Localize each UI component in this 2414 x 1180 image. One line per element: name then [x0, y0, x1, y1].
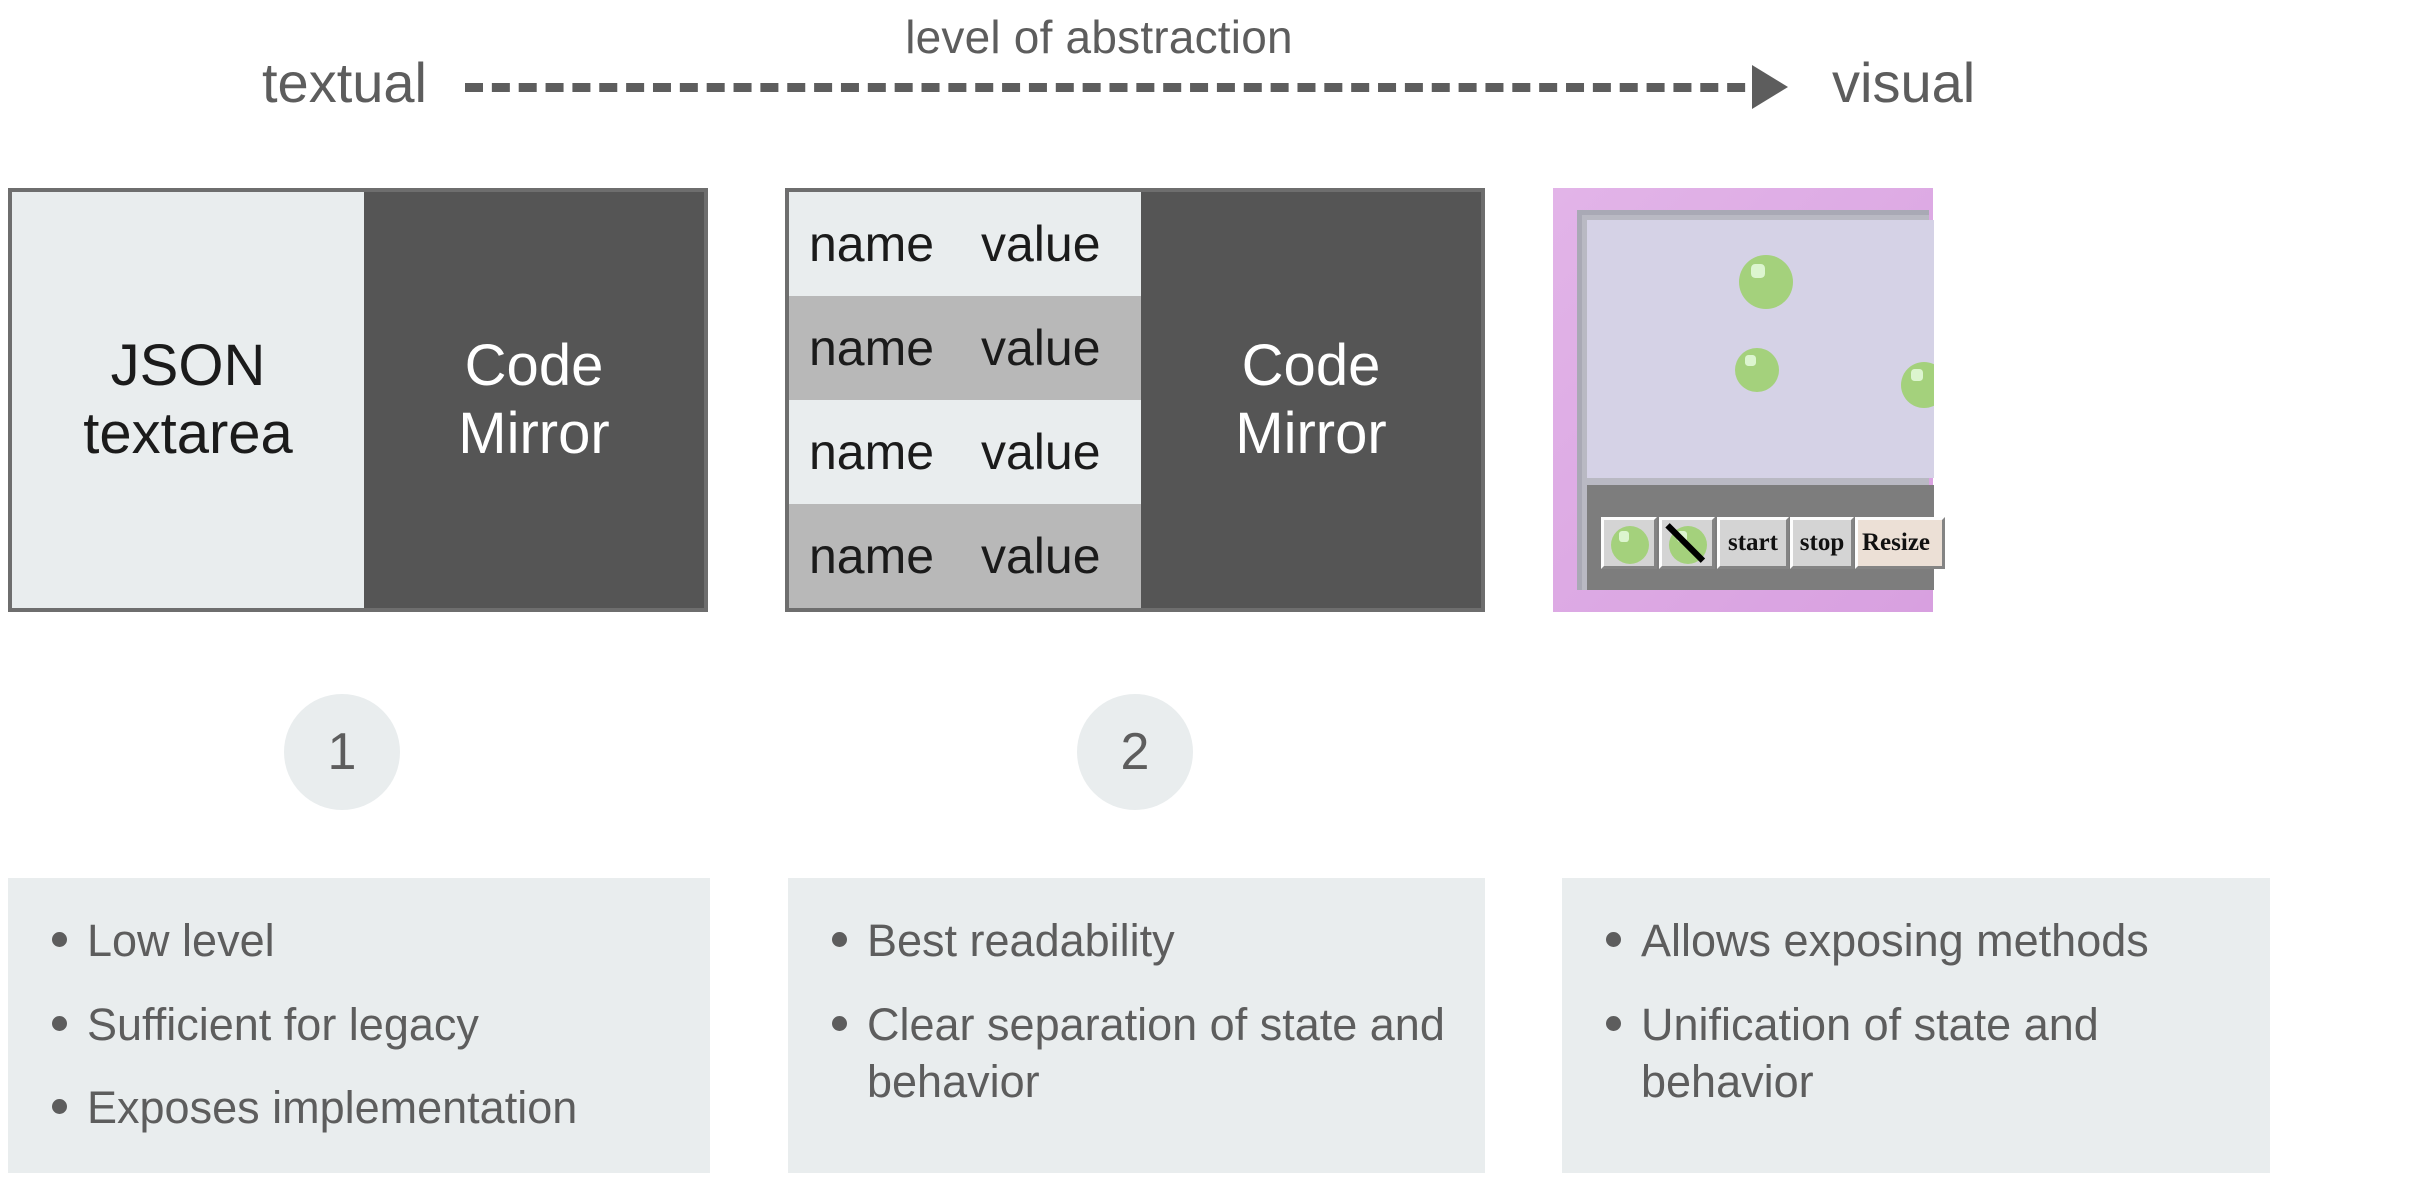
atom-circle[interactable]	[1739, 255, 1793, 309]
list-item-label: Allows exposing methods	[1641, 915, 2149, 966]
atom-highlight	[1911, 369, 1924, 382]
row-value-cell: value	[981, 424, 1101, 480]
morphic-toolbar: start stop Resize	[1587, 485, 1945, 590]
list-item: Unification of state and behavior	[1586, 996, 2246, 1111]
bullet-dot-icon	[1606, 932, 1621, 947]
table-row: name value	[789, 192, 1141, 296]
name-value-table: name value name value name value name va…	[789, 192, 1141, 608]
bullet-dot-icon	[52, 1015, 67, 1031]
row-name-cell: name	[809, 320, 935, 376]
list-item-label: Sufficient for legacy	[87, 998, 479, 1050]
list-item: Allows exposing methods	[1586, 912, 2246, 970]
axis-caption: level of abstraction	[905, 11, 1293, 63]
bullet-dot-icon	[1606, 1015, 1621, 1031]
list-item-label: Best readability	[867, 915, 1175, 966]
row-value-cell: value	[981, 320, 1101, 376]
list-item-label: Unification of state and behavior	[1641, 998, 2099, 1108]
ball-highlight	[1618, 531, 1630, 542]
table-row: name value	[789, 296, 1141, 400]
atom-circle[interactable]	[1735, 348, 1779, 392]
atom-circle[interactable]	[1901, 362, 1934, 408]
morphic-window: start stop Resize	[1577, 210, 1945, 590]
slash-icon	[1665, 523, 1706, 563]
row-name-cell: name	[809, 216, 935, 272]
toolbar-atom-button[interactable]	[1601, 517, 1657, 569]
bullet-dot-icon	[832, 1015, 847, 1031]
bullet-dot-icon	[52, 1099, 67, 1115]
list-item: Best readability	[812, 912, 1461, 970]
row-name-cell: name	[809, 528, 935, 584]
list-item: Exposes implementation	[32, 1079, 686, 1137]
row-value-cell: value	[981, 216, 1101, 272]
atom-highlight	[1750, 263, 1765, 278]
row-name-cell: name	[809, 424, 935, 480]
step-badge-1: 1	[284, 694, 400, 810]
panel-morphic-screenshot: start stop Resize an atom parent* traits…	[1553, 188, 1945, 612]
arrow-right-icon	[1752, 65, 1788, 109]
axis-label-textual: textual	[262, 51, 427, 114]
table-row: name value	[789, 504, 1141, 608]
bullet-box-3: Allows exposing methods Unification of s…	[1562, 878, 2270, 1173]
bullet-dot-icon	[52, 932, 67, 947]
abstraction-axis-header: level of abstraction textual visual	[0, 0, 2414, 130]
list-item-label: Clear separation of state and behavior	[867, 998, 1445, 1108]
morphic-canvas[interactable]	[1587, 220, 1934, 478]
axis-label-visual: visual	[1832, 51, 1976, 114]
toolbar-atom-slashed-button[interactable]	[1659, 517, 1715, 569]
list-item-label: Low level	[87, 915, 275, 966]
row-value-cell: value	[981, 528, 1101, 584]
bullet-box-2: Best readability Clear separation of sta…	[788, 878, 1485, 1173]
resize-button[interactable]: Resize	[1855, 517, 1945, 569]
list-item: Sufficient for legacy	[32, 996, 686, 1054]
list-item: Low level	[32, 912, 686, 970]
panel-name-value-table: name value name value name value name va…	[785, 188, 1485, 612]
green-ball-icon	[1611, 526, 1649, 564]
step-badge-2: 2	[1077, 694, 1193, 810]
stop-button[interactable]: stop	[1790, 517, 1854, 569]
list-item-label: Exposes implementation	[87, 1082, 578, 1134]
list-item: Clear separation of state and behavior	[812, 996, 1461, 1111]
bullet-box-1: Low level Sufficient for legacy Exposes …	[8, 878, 710, 1173]
start-button[interactable]: start	[1717, 517, 1789, 569]
bullet-dot-icon	[832, 932, 847, 947]
axis-dashed-line	[465, 83, 1772, 92]
table-row: name value	[789, 400, 1141, 504]
atom-highlight	[1744, 355, 1757, 367]
